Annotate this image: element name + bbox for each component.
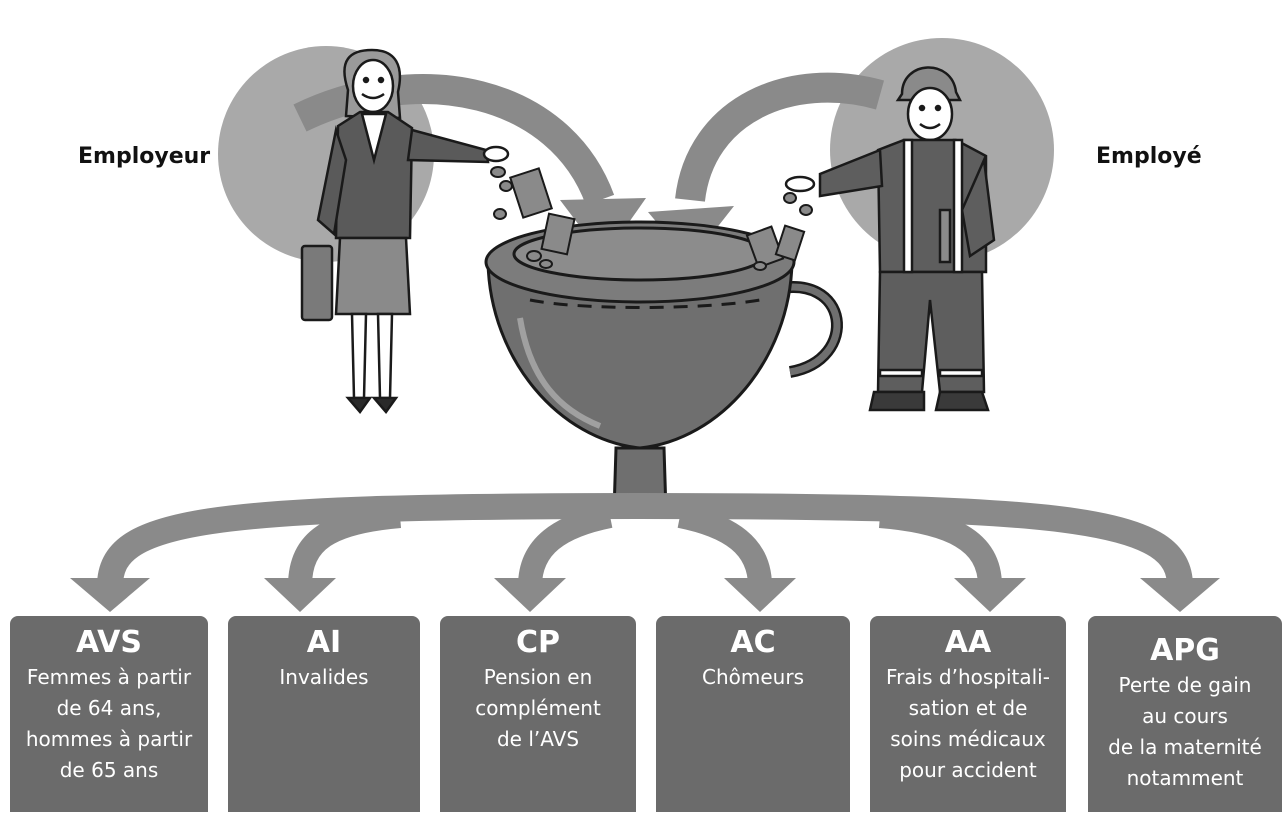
- box-apg: APG Perte de gain au cours de la materni…: [1088, 616, 1282, 812]
- box-cp-code: CP: [515, 625, 560, 660]
- money: [490, 166, 813, 271]
- arrowhead-cp: [494, 578, 566, 612]
- box-avs-desc: Femmes à partir de 64 ans, hommes à part…: [25, 665, 193, 782]
- box-ai-code: AI: [306, 625, 342, 660]
- arrowhead-aa: [954, 578, 1026, 612]
- box-ac-desc: Chômeurs: [702, 665, 804, 689]
- box-ac-code: AC: [730, 625, 776, 660]
- box-aa-desc: Frais d’hospitali- sation et de soins mé…: [886, 665, 1050, 782]
- box-ai: AI Invalides: [228, 616, 420, 812]
- arrowhead-ai: [264, 578, 336, 612]
- funnel: [484, 220, 843, 518]
- box-apg-desc: Perte de gain au cours de la maternité n…: [1108, 673, 1262, 790]
- employer-figure: [300, 48, 510, 415]
- box-aa-code: AA: [944, 625, 992, 660]
- employer-label: Employeur: [78, 144, 211, 169]
- box-avs: AVS Femmes à partir de 64 ans, hommes à …: [10, 616, 208, 812]
- distribution-arrows: [70, 492, 1220, 612]
- employee-label: Employé: [1096, 144, 1202, 169]
- employee-figure: [784, 66, 996, 412]
- box-avs-code: AVS: [75, 625, 142, 660]
- box-apg-code: APG: [1150, 633, 1220, 668]
- box-ac: AC Chômeurs: [656, 616, 850, 812]
- arrowhead-apg: [1140, 578, 1220, 612]
- box-aa: AA Frais d’hospitali- sation et de soins…: [870, 616, 1066, 812]
- arrowhead-ac: [724, 578, 796, 612]
- box-cp-desc: Pension en complément de l’AVS: [475, 665, 601, 751]
- box-ai-desc: Invalides: [279, 665, 369, 689]
- arrowhead-avs: [70, 578, 150, 612]
- box-cp: CP Pension en complément de l’AVS: [440, 616, 636, 812]
